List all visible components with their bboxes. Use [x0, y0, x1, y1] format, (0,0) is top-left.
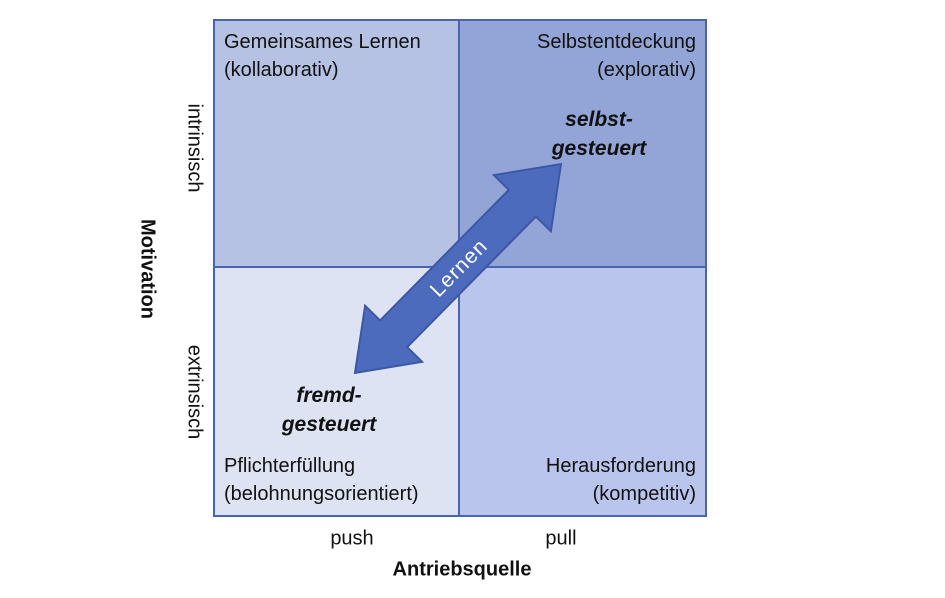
quadrant-title: Herausforderung — [545, 455, 696, 477]
matrix-grid: Gemeinsames Lernen (kollaborativ) Selbst… — [213, 19, 707, 517]
quadrant-title: Gemeinsames Lernen — [224, 31, 421, 53]
other-directed-label: fremd- gesteuert — [282, 381, 377, 439]
quadrant-top-left-caption: Gemeinsames Lernen (kollaborativ) — [224, 28, 421, 84]
other-directed-line2: gesteuert — [281, 413, 377, 436]
x-axis-tick-pull: pull — [545, 527, 577, 550]
x-axis-label: Antriebsquelle — [392, 558, 532, 581]
quadrant-bottom-left-caption: Pflichterfüllung (belohnungsorientiert) — [224, 452, 419, 508]
quadrant-bottom-right: Herausforderung (kompetitiv) — [460, 268, 705, 515]
quadrant-subtitle: (belohnungsorientiert) — [224, 483, 419, 505]
quadrant-subtitle: (kollaborativ) — [224, 59, 339, 81]
quadrant-top-right-caption: Selbstentdeckung (explorativ) — [537, 28, 696, 84]
quadrant-top-left: Gemeinsames Lernen (kollaborativ) — [215, 21, 460, 268]
self-directed-label: selbst- gesteuert — [552, 105, 647, 163]
quadrant-bottom-right-caption: Herausforderung (kompetitiv) — [546, 452, 696, 508]
self-directed-line1: selbst- — [565, 108, 633, 131]
quadrant-subtitle: (kompetitiv) — [592, 483, 696, 505]
y-axis-tick-extrinsic: extrinsisch — [183, 344, 206, 440]
quadrant-title: Pflichterfüllung — [224, 455, 356, 477]
quadrant-title: Selbstentdeckung — [536, 31, 696, 53]
y-axis-label: Motivation — [136, 219, 159, 319]
quadrant-subtitle: (explorativ) — [597, 59, 696, 81]
y-axis-tick-intrinsic: intrinsisch — [183, 103, 206, 193]
other-directed-line1: fremd- — [296, 384, 362, 407]
self-directed-line2: gesteuert — [551, 137, 647, 160]
x-axis-tick-push: push — [330, 527, 374, 550]
